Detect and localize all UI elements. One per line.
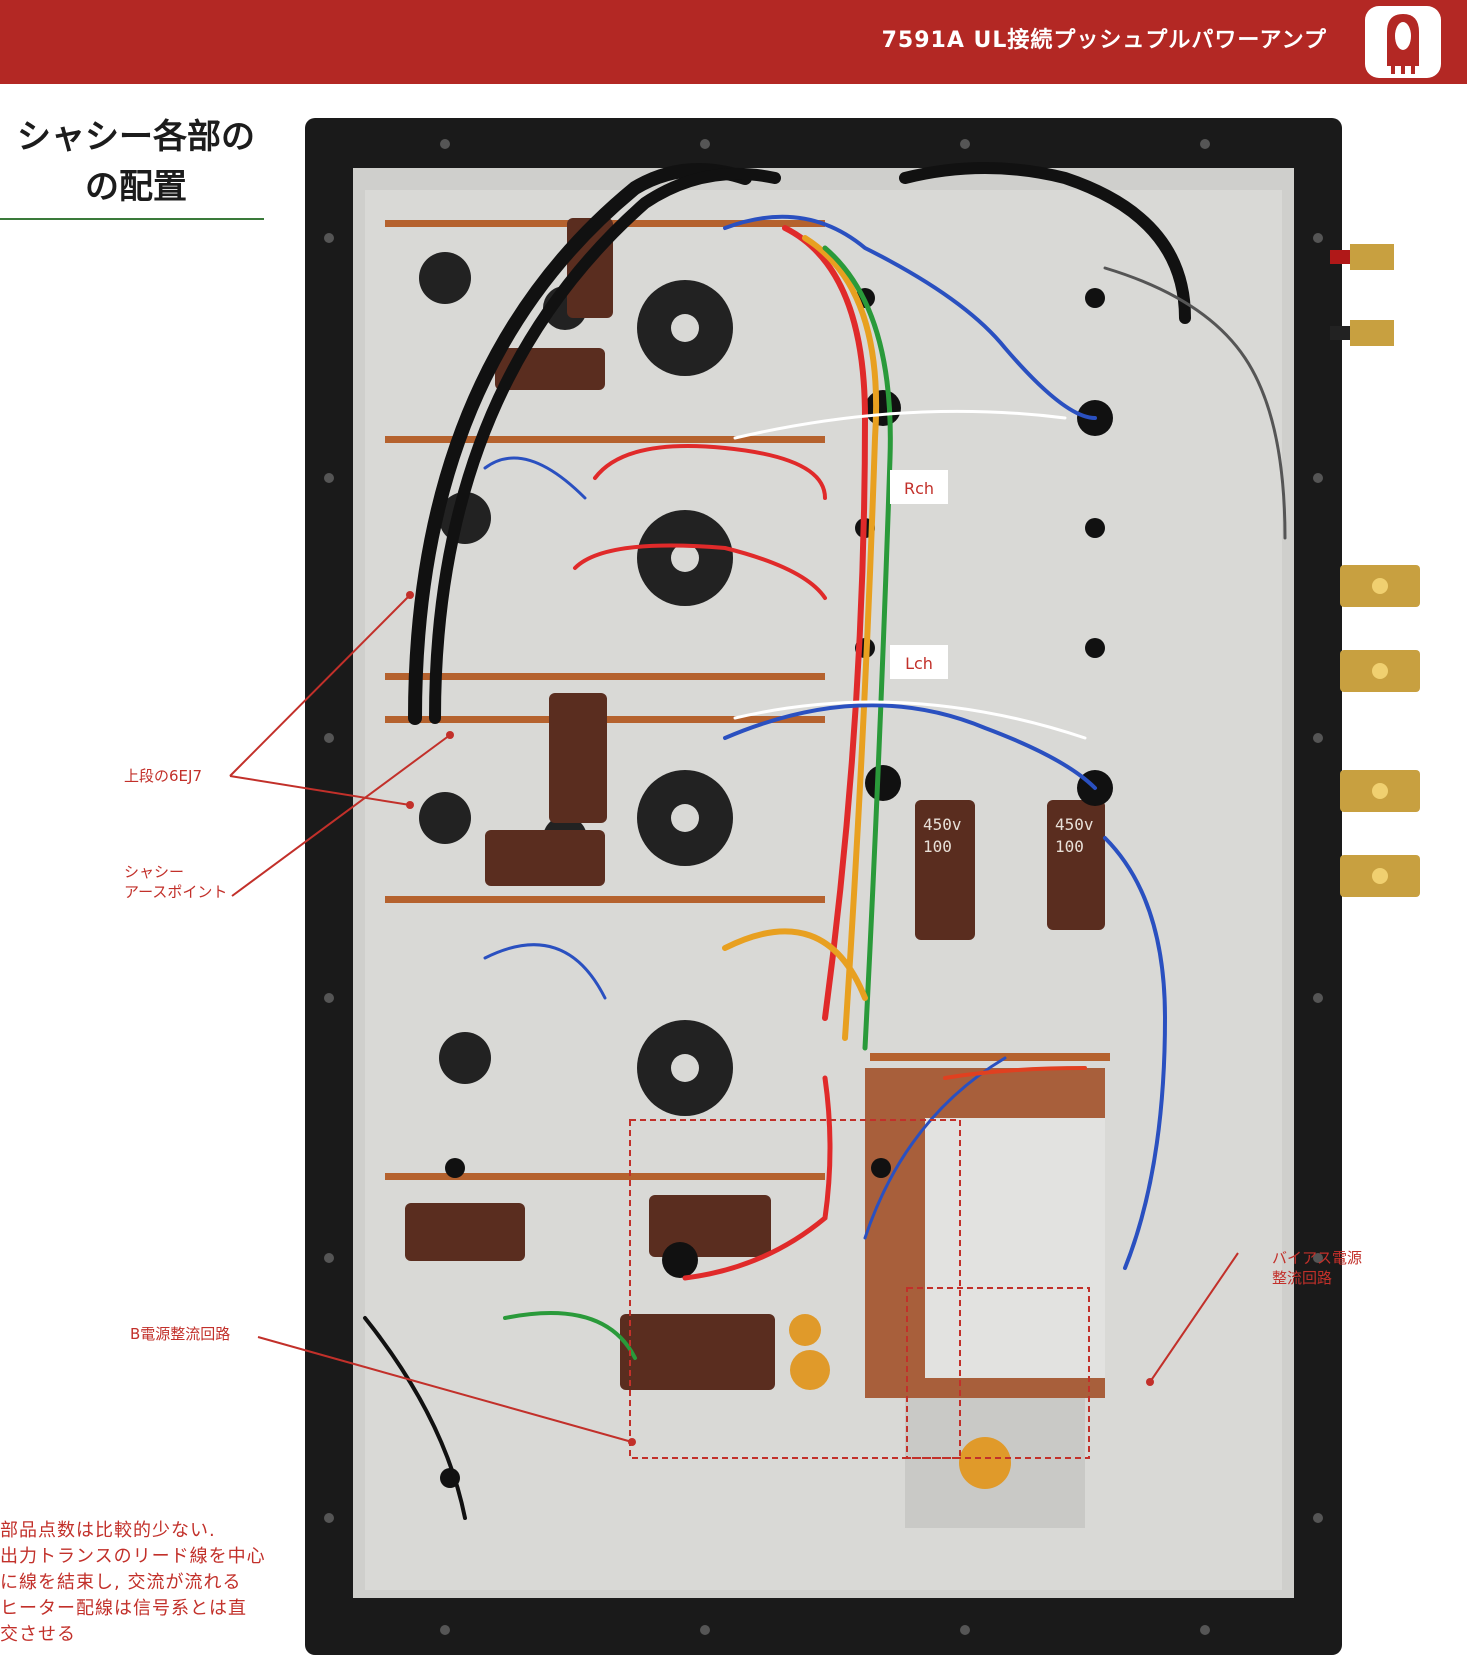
photo-caption: 部品点数は比較的少ない. 出力トランスのリード線を中心 に線を結束し, 交流が流… bbox=[0, 1518, 268, 1648]
svg-text:450v: 450v bbox=[1055, 815, 1094, 834]
lch-label: Lch bbox=[905, 654, 933, 673]
rear-connectors bbox=[1330, 220, 1467, 920]
vacuum-tube-icon bbox=[1365, 6, 1441, 78]
caption-line: 出力トランスのリード線を中心 bbox=[0, 1546, 266, 1567]
section-divider bbox=[0, 218, 264, 220]
page-header: 7591A UL接続プッシュプルパワーアンプ bbox=[0, 0, 1467, 84]
callout-b-rectifier: B電源整流回路 bbox=[130, 1325, 231, 1343]
callout-bias-line2: 整流回路 bbox=[1272, 1269, 1333, 1287]
caption-line: ヒーター配線は信号系とは直 bbox=[0, 1598, 247, 1619]
caption-line: に線を結束し, 交流が流れる bbox=[0, 1572, 242, 1593]
callout-chassis-earth-line2: アースポイント bbox=[124, 883, 228, 901]
chassis-photo: 450v 100 450v 100 bbox=[305, 118, 1342, 1655]
svg-text:450v: 450v bbox=[923, 815, 962, 834]
caption-line: 交させる bbox=[0, 1624, 76, 1645]
callout-bias-rectifier: バイアス電源 整流回路 bbox=[1272, 1248, 1362, 1288]
rch-label: Rch bbox=[904, 479, 934, 498]
callout-chassis-earth-line1: シャシー bbox=[124, 863, 185, 881]
header-title: 7591A UL接続プッシュプルパワーアンプ bbox=[881, 28, 1327, 53]
rca-jack-icon bbox=[1330, 244, 1394, 270]
b-rectifier-region bbox=[629, 1119, 961, 1459]
svg-text:100: 100 bbox=[1055, 837, 1084, 856]
callout-upper-6ej7: 上段の6EJ7 bbox=[124, 767, 202, 785]
bias-rectifier-region bbox=[906, 1287, 1090, 1459]
caption-line: 部品点数は比較的少ない. bbox=[0, 1520, 216, 1541]
section-title: シャシー各部の の配置 bbox=[6, 112, 266, 212]
callout-bias-line1: バイアス電源 bbox=[1272, 1249, 1363, 1267]
svg-text:100: 100 bbox=[923, 837, 952, 856]
section-title-line1: シャシー各部の bbox=[17, 117, 255, 157]
section-title-line2: の配置 bbox=[85, 167, 187, 207]
callout-chassis-earth: シャシー アースポイント bbox=[124, 862, 227, 902]
rca-jack-icon bbox=[1330, 320, 1394, 346]
